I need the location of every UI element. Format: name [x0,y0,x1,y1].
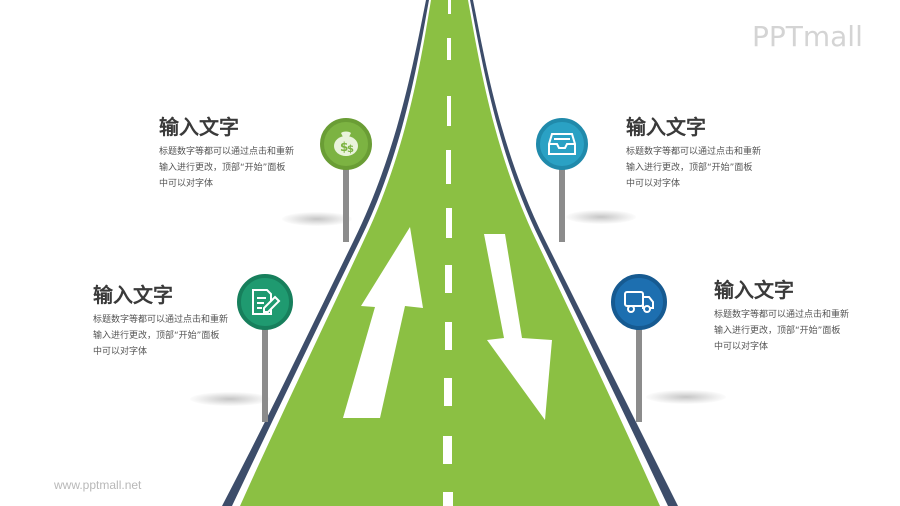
text-block-bottom-left: 输入文字 标题数字等都可以通过点击和重新输入进行更改，顶部“开始”面板中可以对字… [93,282,228,360]
site-url: www.pptmall.net [54,478,142,492]
block-title: 输入文字 [714,278,794,302]
sign-disc [237,274,293,330]
sign-money: $ $ [318,118,374,244]
sign-truck [609,274,669,424]
block-description: 标题数字等都可以通过点击和重新输入进行更改，顶部“开始”面板中可以对字体 [159,147,295,189]
pptmall-logo: PPTmall [752,20,863,53]
sign-shadow [566,210,636,224]
sign-disc [611,274,667,330]
money-bag-icon: $ $ [334,131,358,156]
road-surface [240,0,660,506]
sign-disc: $ $ [320,118,372,170]
text-block-top-right: 输入文字 标题数字等都可以通过点击和重新输入进行更改，顶部“开始”面板中可以对字… [626,114,761,192]
lane-dashes [443,0,453,506]
sign-disc [536,118,588,170]
svg-text:$: $ [340,140,348,154]
text-block-top-left: 输入文字 标题数字等都可以通过点击和重新输入进行更改，顶部“开始”面板中可以对字… [159,114,294,192]
sign-shadow [190,392,270,406]
sign-inbox [534,118,590,244]
document-edit-icon [252,289,281,315]
block-title: 输入文字 [93,283,173,307]
up-arrow-marking [343,227,423,418]
block-title: 输入文字 [626,115,706,139]
sign-pole [559,166,565,242]
block-description: 标题数字等都可以通过点击和重新输入进行更改，顶部“开始”面板中可以对字体 [626,147,762,189]
truck-icon [624,291,654,313]
down-arrow-marking [484,234,552,420]
svg-text:$: $ [347,144,354,155]
sign-document [235,274,295,424]
block-description: 标题数字等都可以通过点击和重新输入进行更改，顶部“开始”面板中可以对字体 [714,310,850,352]
text-block-bottom-right: 输入文字 标题数字等都可以通过点击和重新输入进行更改，顶部“开始”面板中可以对字… [714,277,849,355]
sign-shadow [646,390,726,404]
sign-shadow [282,212,352,226]
inbox-tray-icon [548,133,576,155]
sign-pole [262,326,268,422]
block-title: 输入文字 [159,115,239,139]
sign-pole [636,326,642,422]
sign-pole [343,166,349,242]
block-description: 标题数字等都可以通过点击和重新输入进行更改，顶部“开始”面板中可以对字体 [93,315,229,357]
